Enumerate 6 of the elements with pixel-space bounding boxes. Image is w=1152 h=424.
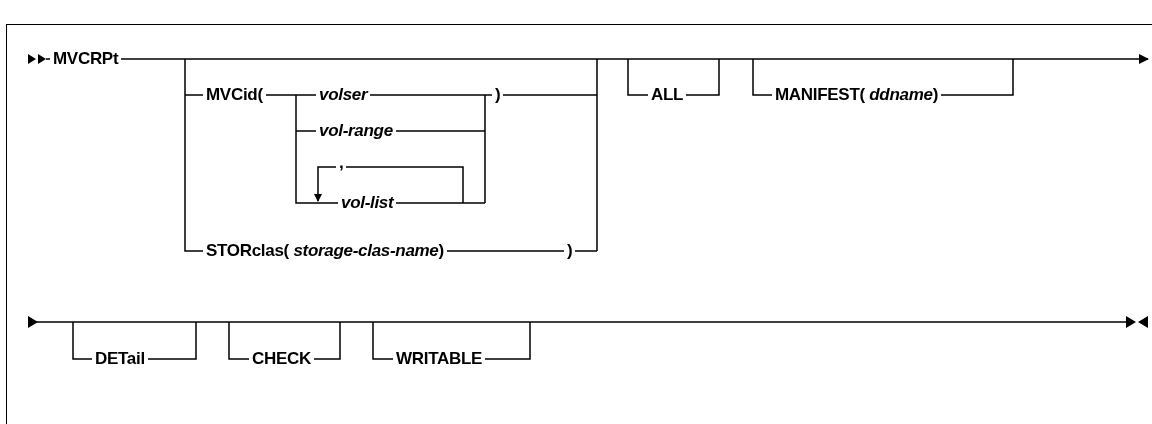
variable-label: vol-range [316, 122, 396, 140]
parenthesis-label: ) [492, 86, 504, 104]
keyword-label: MANIFEST( ddname) [772, 86, 942, 104]
keyword-label: STORclas( storage-clas-name) [203, 242, 447, 260]
parenthesis-label: ) [564, 242, 576, 260]
keyword-label: MVCid( [203, 86, 266, 104]
